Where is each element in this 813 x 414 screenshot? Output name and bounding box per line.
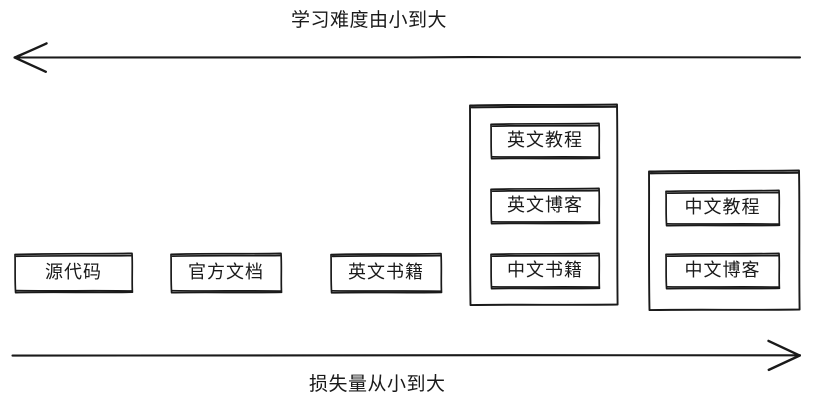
node-label-english-tutorials: 英文教程 bbox=[507, 130, 583, 151]
top-axis-label: 学习难度由小到大 bbox=[291, 9, 448, 31]
bottom-axis-label: 损失量从小到大 bbox=[309, 373, 446, 395]
node-label-chinese-tutorials: 中文教程 bbox=[684, 197, 761, 218]
bottom-axis-arrow bbox=[11, 339, 802, 372]
node-label-official-docs: 官方文档 bbox=[188, 262, 264, 283]
node-label-chinese-blogs: 中文博客 bbox=[684, 260, 761, 281]
node-label-source-code: 源代码 bbox=[45, 262, 102, 283]
node-label-english-books: 英文书籍 bbox=[348, 262, 424, 283]
top-axis-arrow bbox=[13, 42, 802, 73]
node-label-chinese-books: 中文书籍 bbox=[507, 260, 583, 281]
node-label-english-blogs: 英文博客 bbox=[507, 195, 583, 216]
